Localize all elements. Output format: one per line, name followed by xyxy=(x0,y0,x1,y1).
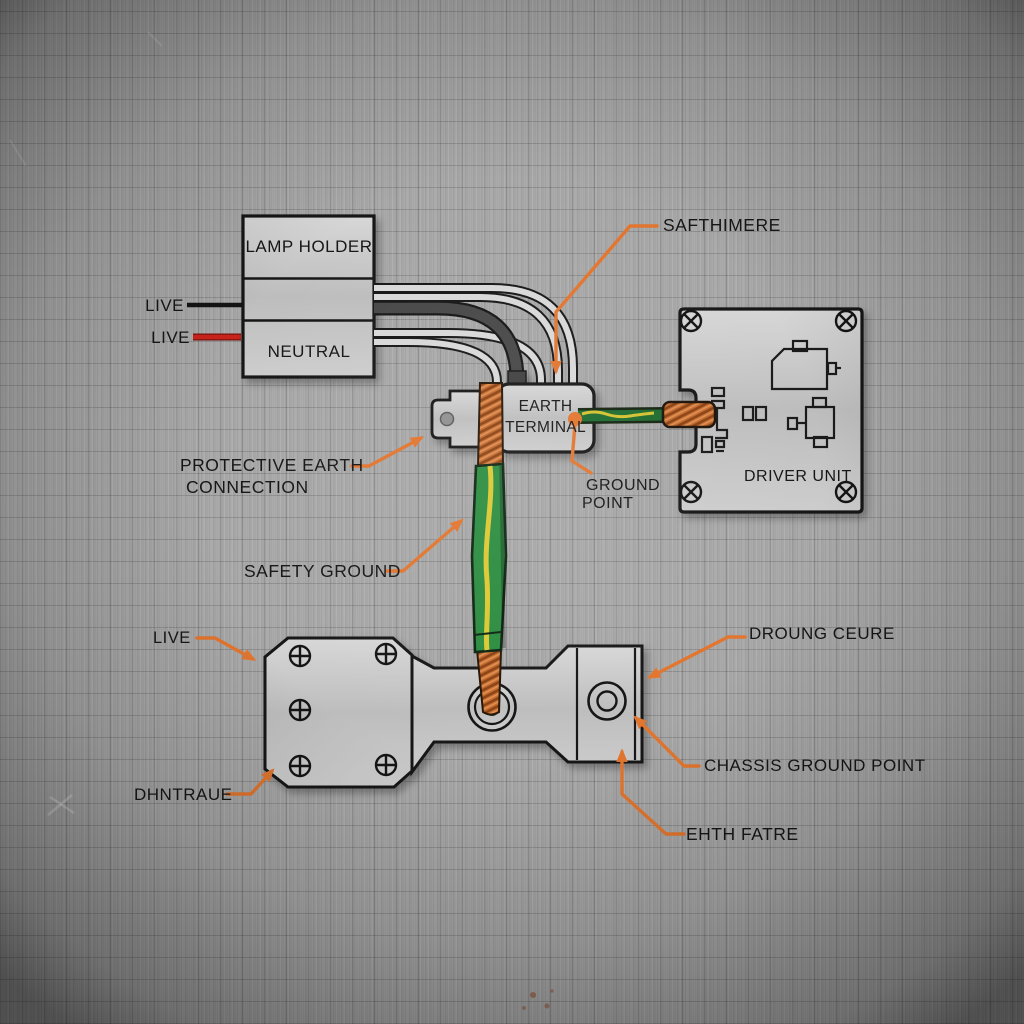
live-bottom-label: LIVE xyxy=(151,328,190,347)
leader-chassis-ground xyxy=(633,715,701,768)
callout-dhntraue: DHNTRAUE xyxy=(134,785,233,804)
callout-ehth-fatre: EHTH FATRE xyxy=(686,824,799,844)
lamp-holder-label: LAMP HOLDER xyxy=(245,237,373,256)
copper-ferrule xyxy=(661,400,717,429)
earth-terminal-line2: TERMINAL xyxy=(505,419,586,436)
leader-droung-ceure xyxy=(646,635,747,679)
callout-protective-earth: PROTECTIVE EARTH xyxy=(180,455,364,475)
callout-safety-ground: SAFETY GROUND xyxy=(244,561,401,581)
ground-wire-horizontal xyxy=(577,400,717,429)
callout-fixture-live: LIVE xyxy=(153,629,191,647)
earth-terminal-line1: EARTH xyxy=(518,398,573,415)
scratch-marks xyxy=(9,31,554,1010)
leader-dhntraue xyxy=(225,768,275,796)
driver-unit-label: DRIVER UNIT xyxy=(744,468,852,485)
leader-fixture-live xyxy=(195,636,257,661)
callout-ground-point: GROUND xyxy=(586,477,661,494)
live-top-label: LIVE xyxy=(145,296,184,315)
wire-bundle xyxy=(374,283,578,388)
callout-protective-earth-line2: CONNECTION xyxy=(186,477,309,497)
callout-chassis-ground-point: CHASSIS GROUND POINT xyxy=(704,756,926,775)
neutral-label: NEUTRAL xyxy=(267,342,351,361)
earth-terminal-label: EARTH TERMINAL xyxy=(497,396,594,438)
callout-droung-ceure: DROUNG CEURE xyxy=(749,624,895,643)
tab-rivet xyxy=(439,411,455,427)
fixture-body xyxy=(263,636,644,789)
callout-ground-point-line2: POINT xyxy=(582,495,634,512)
leader-ehth-fatre xyxy=(616,748,686,836)
callout-safthimere: SAFTHIMERE xyxy=(663,215,781,235)
